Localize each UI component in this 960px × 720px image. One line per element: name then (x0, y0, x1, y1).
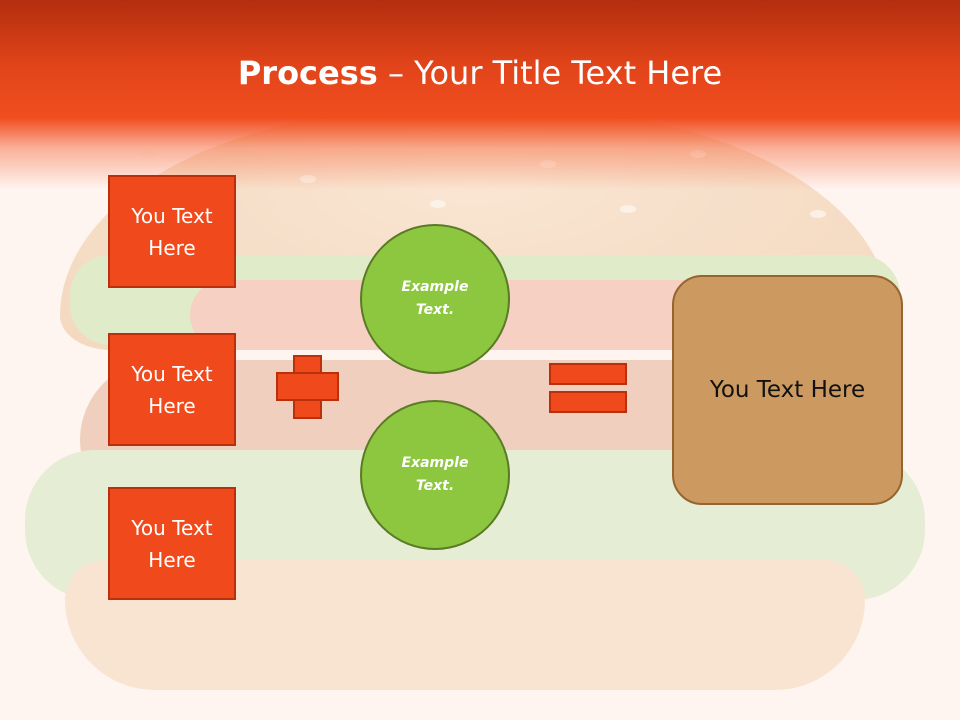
example-circle-1[interactable]: Example Text. (360, 224, 510, 374)
text-box-3[interactable]: You Text Here (108, 487, 236, 600)
result-box[interactable]: You Text Here (672, 275, 903, 505)
title-bold: Process (237, 54, 378, 92)
example-circle-2[interactable]: Example Text. (360, 400, 510, 550)
header-band (0, 0, 960, 190)
text-box-1[interactable]: You Text Here (108, 175, 236, 288)
title-rest: – Your Title Text Here (377, 54, 723, 92)
text-box-2[interactable]: You Text Here (108, 333, 236, 446)
sesame-seed (620, 205, 636, 213)
page-title: Process – Your Title Text Here (0, 54, 960, 92)
sesame-seed (430, 200, 446, 208)
sesame-seed (810, 210, 826, 218)
